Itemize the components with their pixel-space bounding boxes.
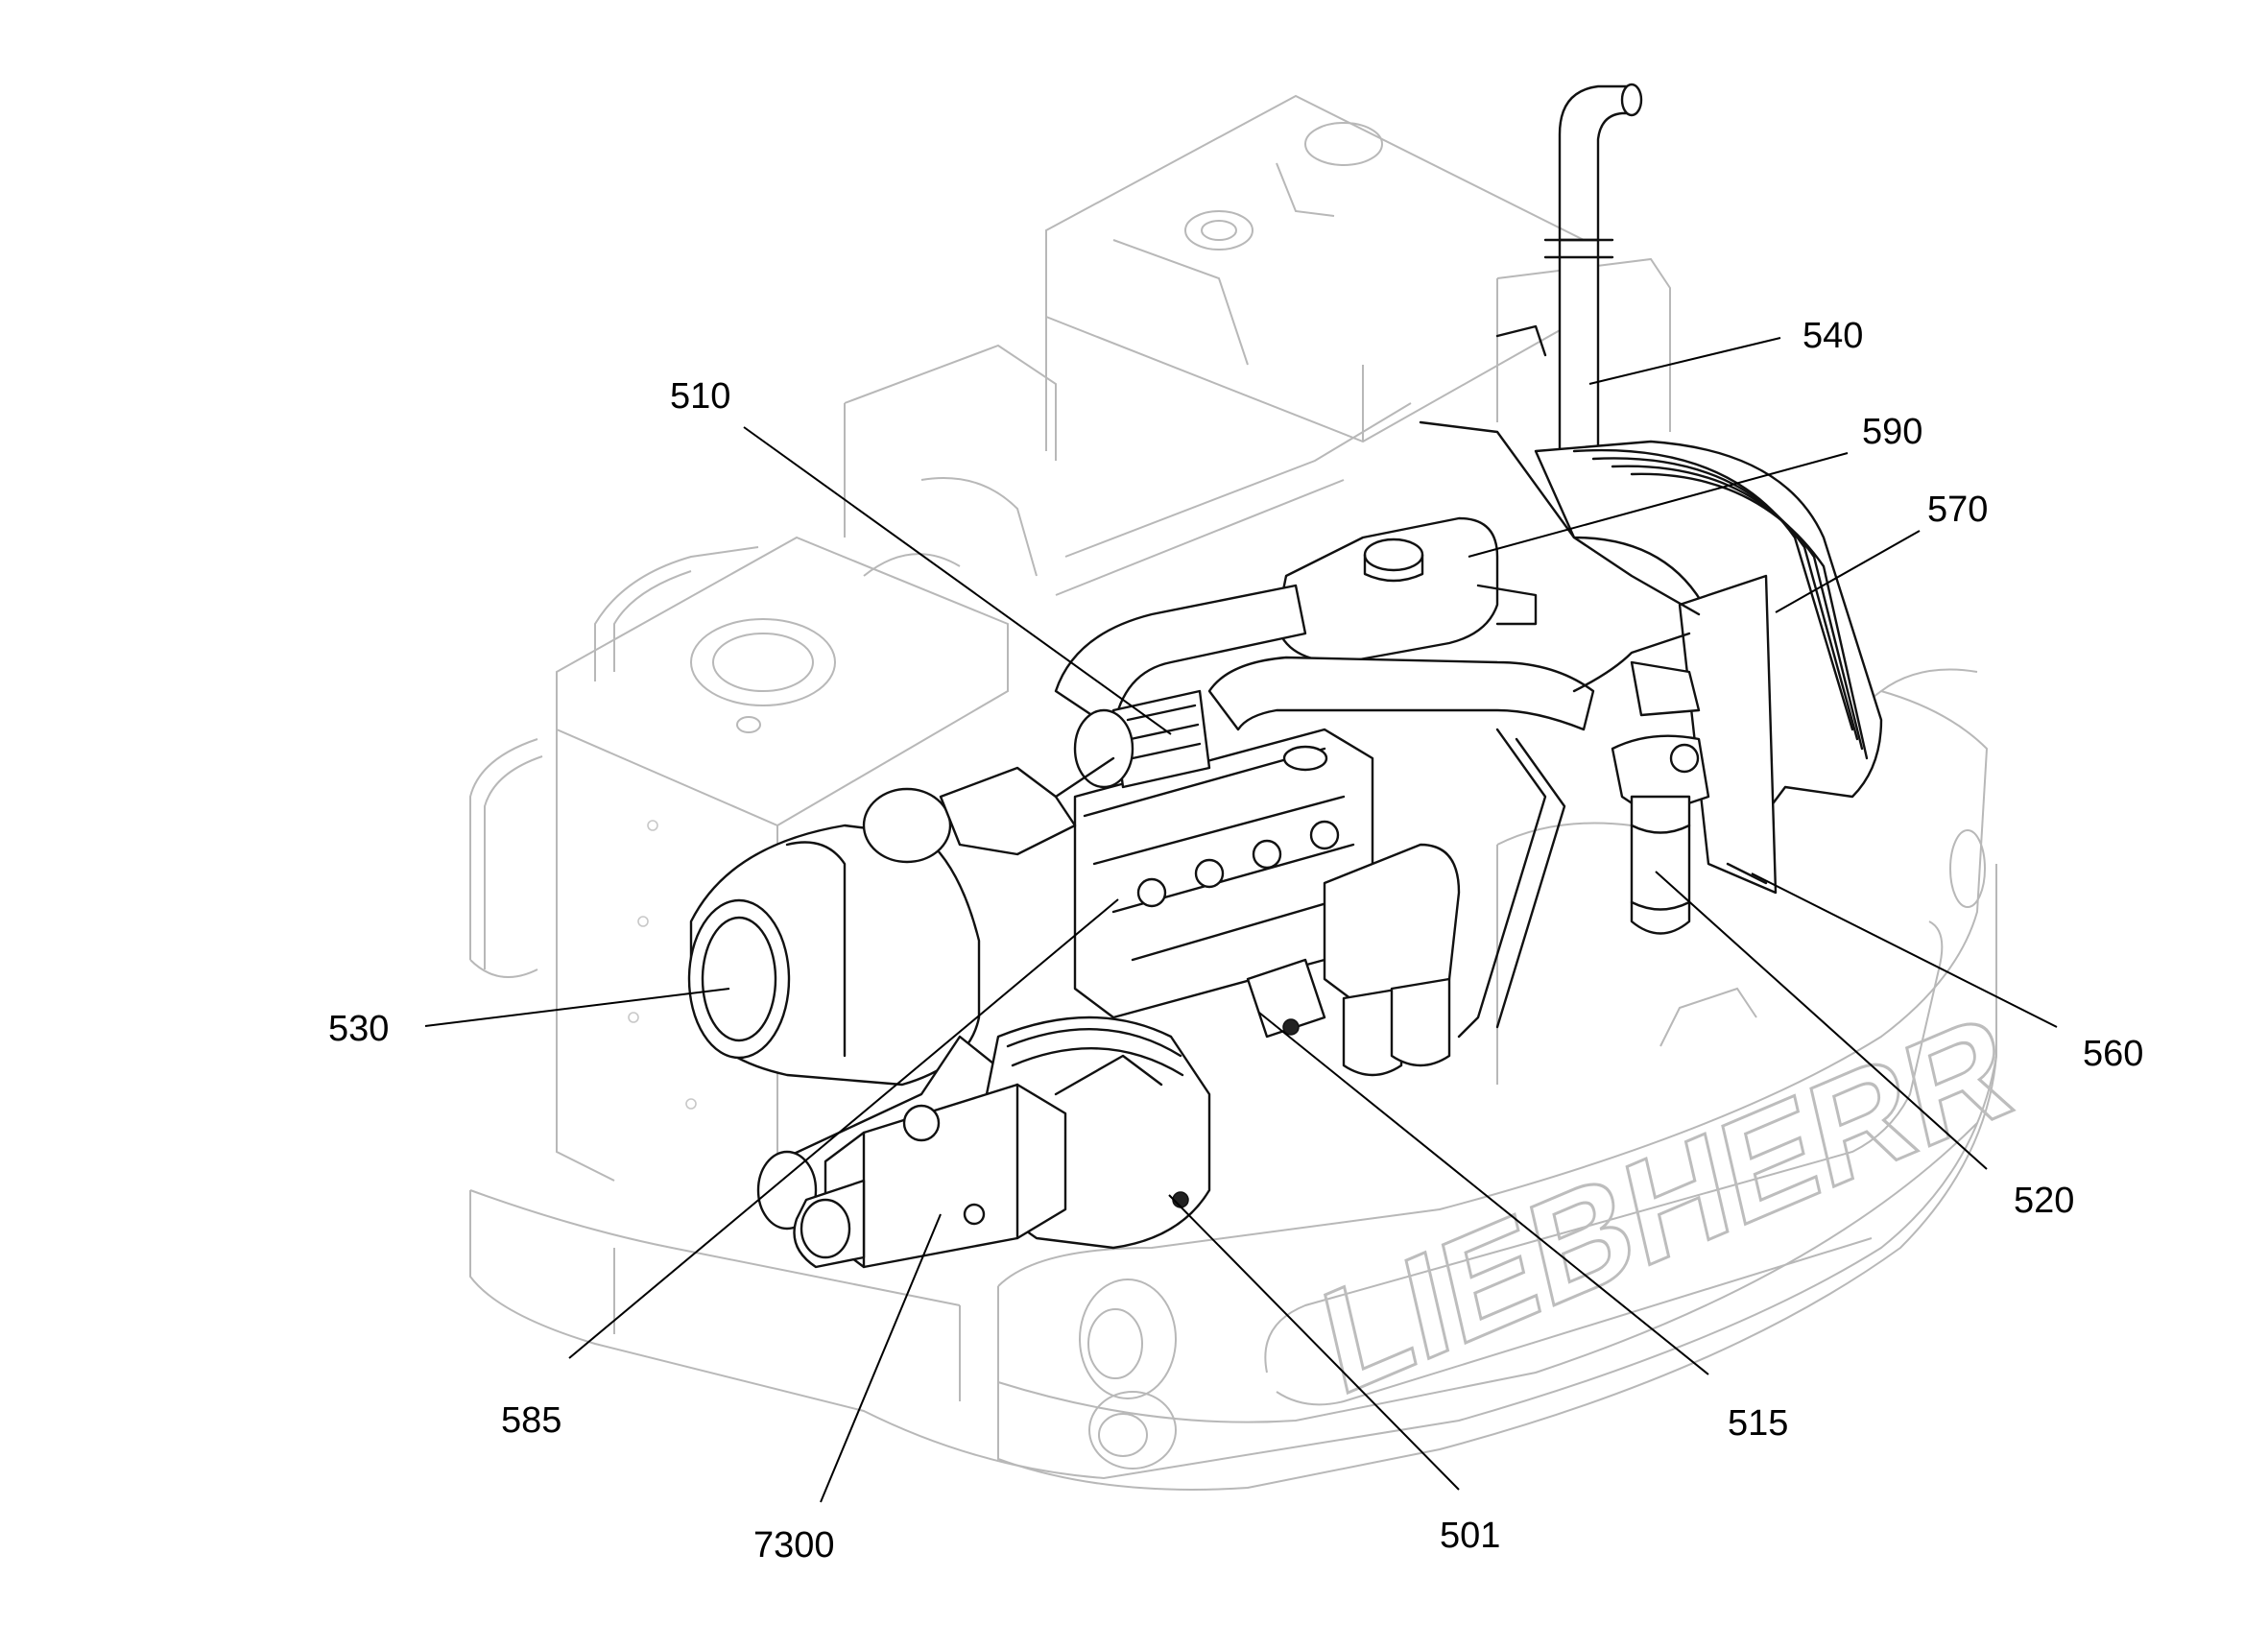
callout-540: 540 — [1802, 316, 1863, 356]
leader-560 — [1751, 872, 2058, 1028]
leader-540 — [1588, 337, 1781, 385]
callout-530: 530 — [328, 1009, 389, 1049]
leader-530 — [424, 988, 730, 1027]
callout-560: 560 — [2083, 1034, 2143, 1074]
callout-501: 501 — [1440, 1516, 1500, 1556]
leader-515 — [1258, 1012, 1709, 1375]
callout-590: 590 — [1862, 412, 1922, 452]
expansion-tank — [1275, 516, 1538, 664]
leader-lines — [424, 337, 2058, 1503]
radiator — [1419, 420, 1883, 895]
counterweight — [997, 690, 1997, 1491]
hydraulic-pump — [793, 1016, 1211, 1269]
callout-570: 570 — [1927, 490, 1988, 530]
leader-501 — [1168, 1194, 1460, 1491]
leader-7300 — [820, 1213, 942, 1503]
callout-510: 510 — [670, 376, 730, 417]
callout-515: 515 — [1728, 1403, 1788, 1444]
callout-520: 520 — [2014, 1181, 2074, 1221]
callout-labels: 540 590 570 510 530 560 520 515 501 585 … — [328, 316, 2143, 1565]
filter-housing — [1246, 843, 1461, 1077]
fuel-filter — [1611, 734, 1710, 935]
engine-block — [1073, 689, 1374, 1019]
leader-570 — [1775, 530, 1921, 613]
engine-assembly — [687, 83, 1883, 1269]
exhaust-pipe — [1495, 83, 1643, 453]
coolant-hoses — [1054, 584, 1701, 731]
leader-510 — [743, 426, 1172, 735]
callout-7300: 7300 — [753, 1525, 835, 1565]
leader-520 — [1655, 871, 1988, 1170]
leader-585 — [568, 898, 1119, 1359]
hydraulic-tank — [469, 536, 1009, 1209]
callout-585: 585 — [501, 1400, 561, 1441]
leader-590 — [1468, 452, 1849, 558]
